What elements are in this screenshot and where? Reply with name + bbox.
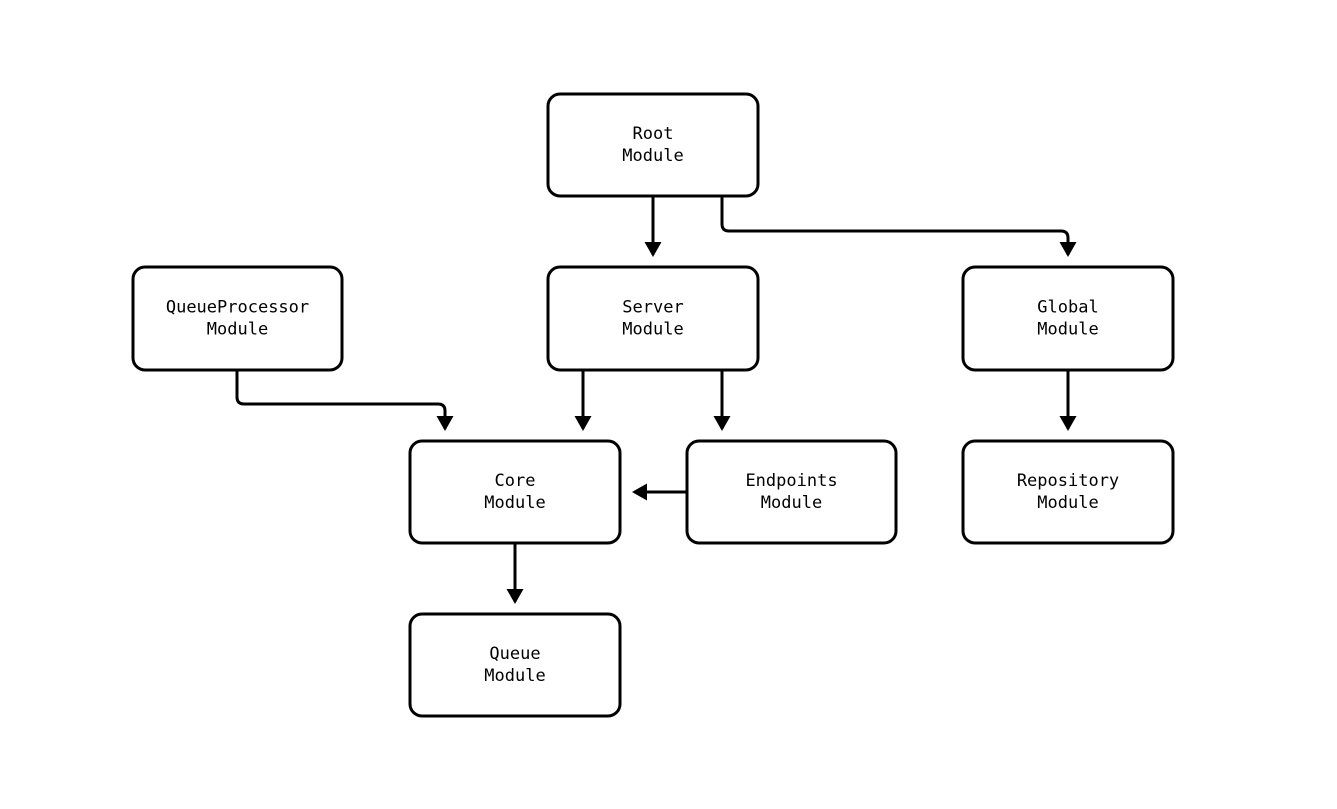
- node-server-box[interactable]: [546, 265, 760, 372]
- node-queue-box[interactable]: [408, 612, 622, 718]
- node-queue-label-line2: Module: [484, 666, 545, 686]
- arrow-root-to-server-icon: [644, 242, 662, 257]
- node-repository-box[interactable]: [961, 439, 1175, 545]
- arrow-server-to-endpoints-icon: [713, 416, 731, 431]
- node-endpoints-box[interactable]: [685, 439, 898, 545]
- node-queueprocessor-box[interactable]: [131, 265, 344, 372]
- node-queue-label-line1: Queue: [489, 644, 540, 664]
- node-queueprocessor-label-line2: Module: [207, 320, 268, 340]
- node-core-box[interactable]: [408, 439, 622, 545]
- edge-root-to-global: [720, 196, 1070, 255]
- node-root-label-line1: Root: [633, 124, 674, 144]
- node-repository-label-line2: Module: [1037, 493, 1098, 513]
- arrow-global-to-repository-icon: [1059, 416, 1077, 431]
- node-global-label-line2: Module: [1037, 320, 1098, 340]
- edges-layer: [235, 196, 1070, 602]
- node-core-label-line2: Module: [484, 493, 545, 513]
- edge-queueprocessor-to-core: [235, 370, 447, 429]
- nodes-layer: RootModuleQueueProcessorModuleServerModu…: [131, 92, 1175, 718]
- arrow-server-to-core-icon: [574, 416, 592, 431]
- arrow-endpoints-to-core-icon: [632, 483, 647, 501]
- arrow-queueprocessor-to-core-icon: [436, 416, 454, 431]
- node-core-label-line1: Core: [495, 471, 536, 491]
- node-server-label-line2: Module: [622, 320, 683, 340]
- arrow-core-to-queue-icon: [506, 589, 524, 604]
- node-repository-label-line1: Repository: [1017, 471, 1119, 491]
- node-server-label-line1: Server: [622, 298, 683, 318]
- node-root-box[interactable]: [546, 92, 760, 198]
- node-root-label-line2: Module: [622, 146, 683, 166]
- node-global-box[interactable]: [961, 265, 1175, 372]
- node-endpoints-label-line1: Endpoints: [745, 471, 837, 491]
- arrowheads-layer: [436, 242, 1077, 604]
- node-queueprocessor-label-line1: QueueProcessor: [166, 298, 309, 318]
- arrow-root-to-global-icon: [1059, 242, 1077, 257]
- node-global-label-line1: Global: [1037, 298, 1098, 318]
- node-endpoints-label-line2: Module: [761, 493, 822, 513]
